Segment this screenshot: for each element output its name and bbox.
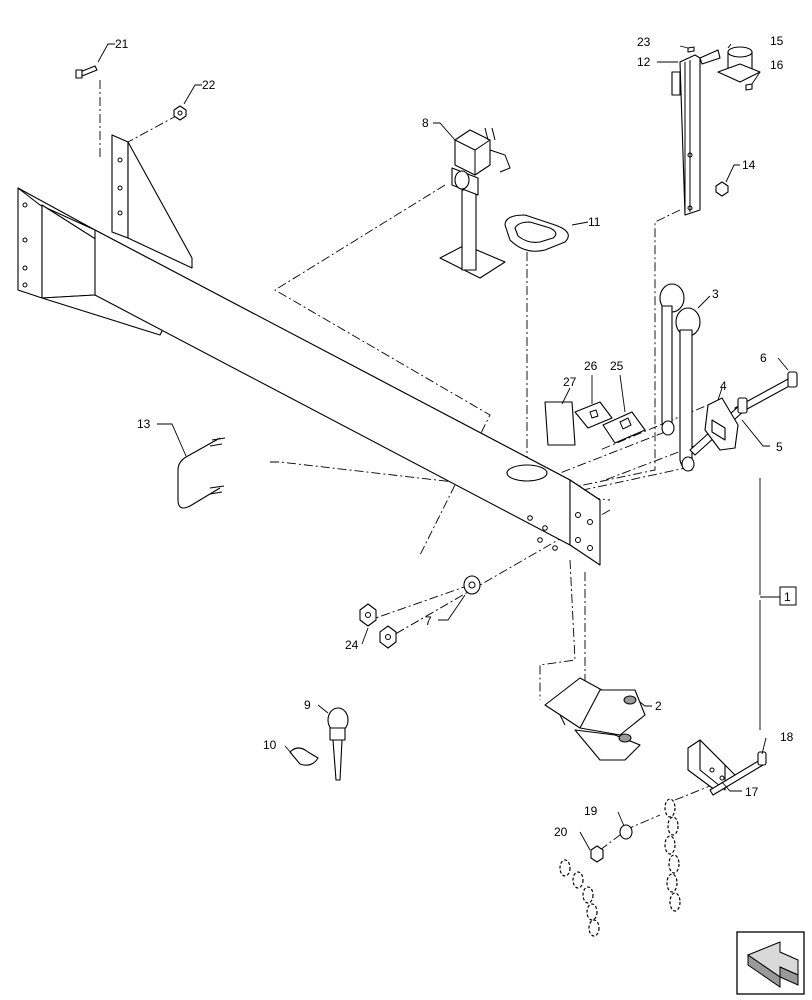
callout-22: 22 xyxy=(202,78,216,92)
leader-lines xyxy=(97,43,789,851)
callout-10: 10 xyxy=(263,738,277,752)
callout-27: 27 xyxy=(563,375,577,389)
callout-18: 18 xyxy=(780,730,794,744)
callout-24: 24 xyxy=(345,638,359,652)
safety-chain-left-icon xyxy=(559,859,600,937)
callout-1: 1 xyxy=(784,590,791,604)
decal-26-icon xyxy=(574,401,613,429)
clip-10-icon xyxy=(289,747,319,766)
callout-9: 9 xyxy=(304,698,311,712)
bolt-18-icon xyxy=(709,751,767,796)
callout-25: 25 xyxy=(610,359,624,373)
callout-26: 26 xyxy=(584,359,598,373)
screw-23-icon xyxy=(687,46,695,53)
jack-icon xyxy=(439,127,511,279)
screw-16-icon xyxy=(745,83,753,91)
clevis-2-icon xyxy=(544,677,646,761)
grommet-icon xyxy=(504,214,569,252)
callout-5: 5 xyxy=(776,440,783,454)
u-bolt-13-icon xyxy=(177,437,226,509)
nut-24a-icon xyxy=(359,603,377,627)
washer-19-icon xyxy=(619,824,633,840)
assembly-bracket-1 xyxy=(759,478,797,730)
safety-chain-right-icon xyxy=(664,798,681,912)
nut-24b-icon xyxy=(379,625,397,649)
callout-14: 14 xyxy=(742,158,756,172)
callout-11: 11 xyxy=(588,215,601,229)
callout-21: 21 xyxy=(115,37,129,51)
callout-4: 4 xyxy=(720,379,727,393)
callout-12: 12 xyxy=(637,55,651,69)
bolt-21-icon xyxy=(75,65,98,79)
callout-labels: 1 2 3 4 5 6 7 8 9 10 11 12 13 14 15 16 1… xyxy=(115,34,794,839)
callout-23: 23 xyxy=(637,35,651,49)
callout-box-1 xyxy=(779,586,797,606)
callout-17: 17 xyxy=(745,785,759,799)
safety-link-3-icon xyxy=(659,283,701,472)
nut-20-icon xyxy=(590,845,604,863)
callout-19: 19 xyxy=(584,804,598,818)
callout-15: 15 xyxy=(770,34,784,48)
callout-16: 16 xyxy=(770,58,784,72)
nut-22-icon xyxy=(173,105,187,121)
tongue-frame xyxy=(17,134,601,566)
cap-15-icon xyxy=(717,46,761,83)
callout-6: 6 xyxy=(760,351,767,365)
callout-3: 3 xyxy=(712,287,719,301)
callout-2: 2 xyxy=(655,699,662,713)
clamp-4-icon xyxy=(704,397,739,451)
bracket-12-icon xyxy=(671,49,721,216)
nut-14-icon xyxy=(715,181,729,197)
decal-25-icon xyxy=(602,411,646,444)
callout-8: 8 xyxy=(422,116,429,130)
callout-13: 13 xyxy=(137,417,151,431)
next-page-arrow-icon[interactable] xyxy=(736,931,805,995)
hitch-pin-9-icon xyxy=(327,707,349,781)
callout-7: 7 xyxy=(425,614,432,628)
decal-27-icon xyxy=(544,401,576,446)
callout-20: 20 xyxy=(554,825,568,839)
washer-7-icon xyxy=(463,575,481,595)
